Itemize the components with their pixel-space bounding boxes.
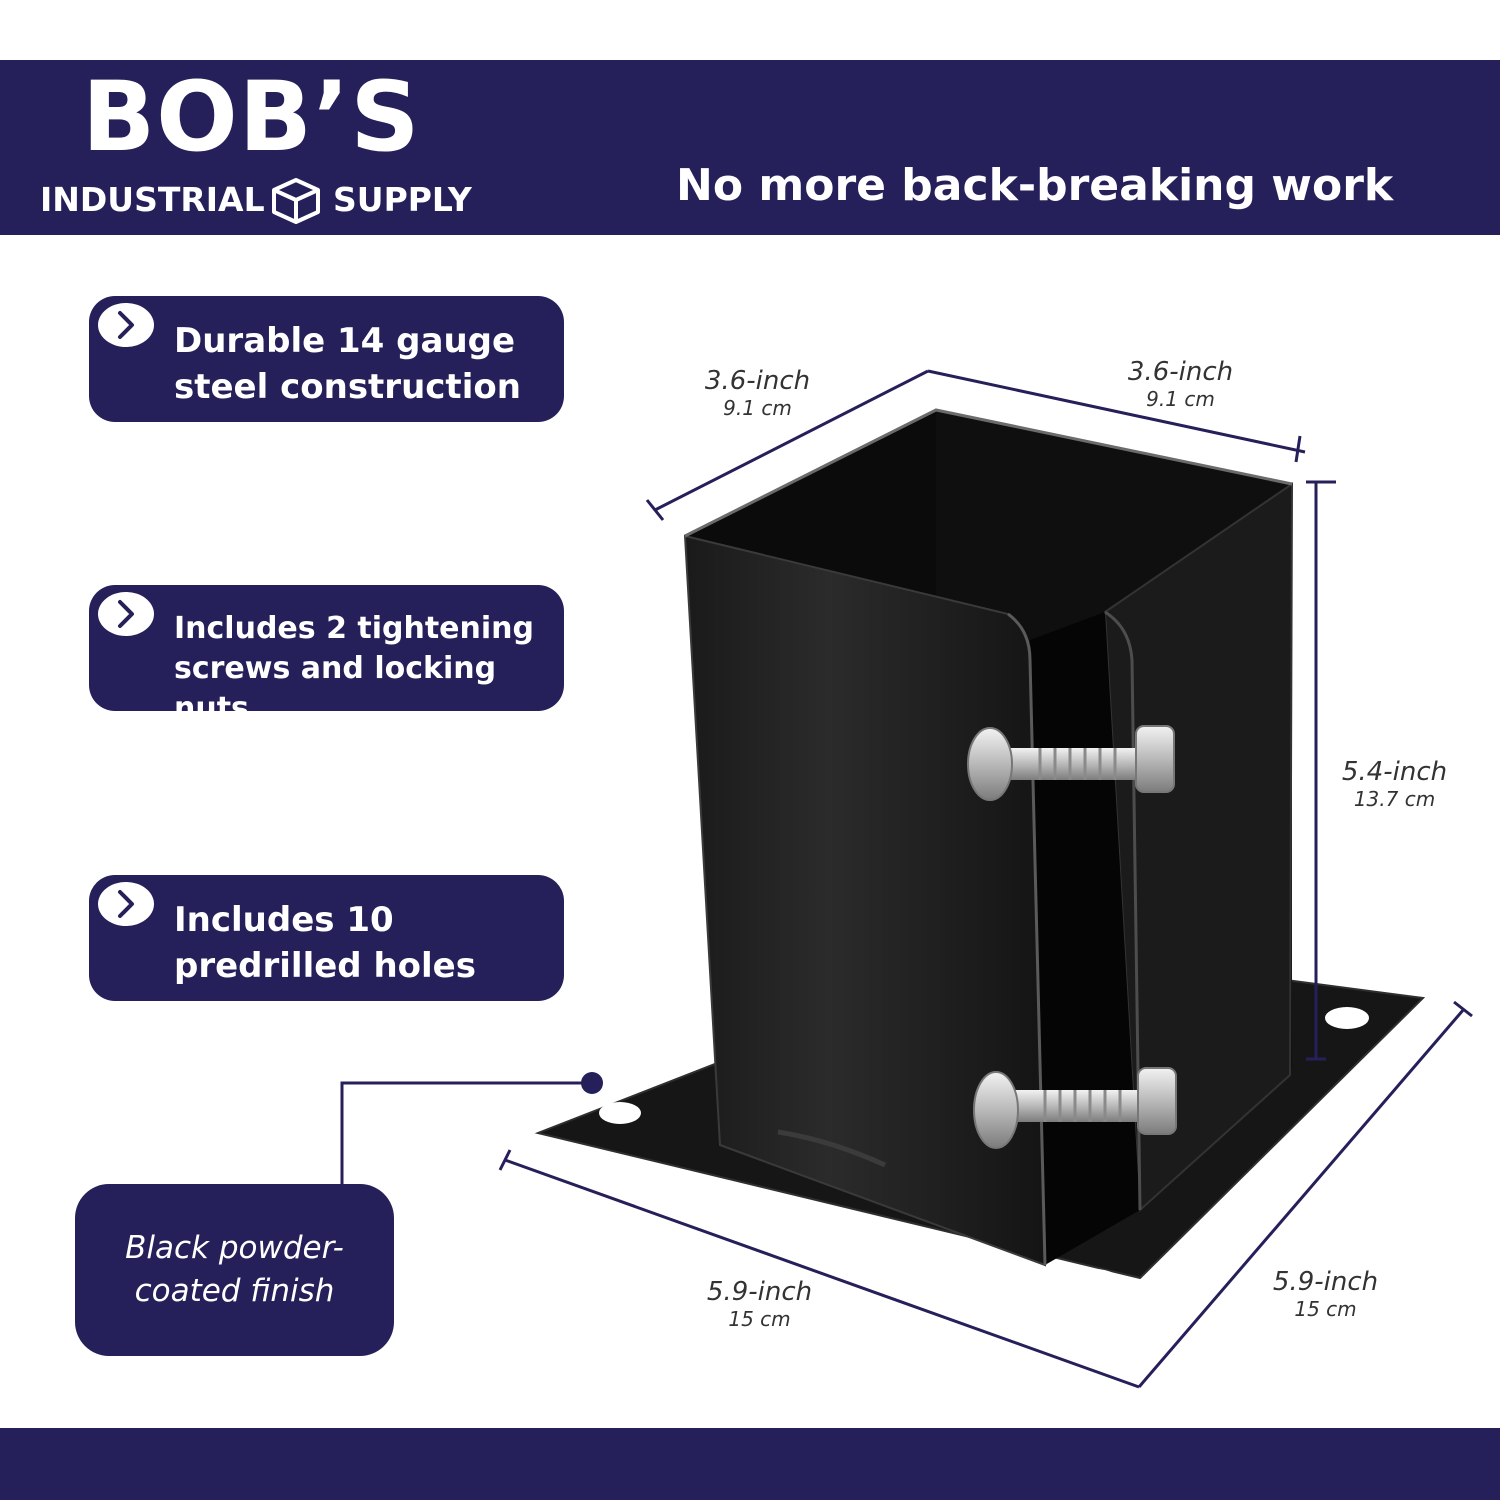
dimension-cm: 9.1 cm	[723, 396, 792, 420]
finish-leader-line	[340, 1072, 603, 1186]
feature-callout-screws: Includes 2 tightening screws and locking…	[89, 585, 564, 726]
dimension-inch: 3.6-inch	[1127, 357, 1234, 387]
dimension-cm: 15 cm	[1294, 1297, 1357, 1321]
tagline: No more back-breaking work	[676, 160, 1394, 211]
finish-callout: Black powder-coated finish	[75, 1184, 394, 1356]
dimension-cm: 9.1 cm	[1146, 387, 1215, 411]
dimension-label-base-front: 5.9-inch 15 cm	[692, 1277, 827, 1331]
dimension-lines	[498, 369, 1473, 1389]
feature-text: Durable 14 gauge steel construction	[174, 321, 521, 407]
dimension-inch: 5.9-inch	[706, 1277, 813, 1307]
footer-band	[0, 1428, 1500, 1500]
feature-text: Includes 2 tightening screws and locking…	[174, 611, 534, 726]
feature-text: Includes 10 predrilled holes	[174, 900, 476, 986]
header-band	[0, 60, 1500, 235]
box-icon	[272, 178, 320, 224]
dimension-cm: 13.7 cm	[1353, 787, 1436, 811]
chevron-right-icon	[98, 592, 154, 636]
brand-logo-word-left: INDUSTRIAL	[40, 180, 265, 219]
dimension-cm: 15 cm	[728, 1307, 791, 1331]
brand-logo-name: BOB’S	[82, 61, 421, 173]
tightening-bolt-lower	[973, 1067, 1177, 1149]
dimension-label-height: 5.4-inch 13.7 cm	[1327, 757, 1462, 811]
feature-callout-gauge: Durable 14 gauge steel construction	[89, 296, 564, 422]
dimension-label-top-right: 3.6-inch 9.1 cm	[1113, 357, 1248, 411]
dimension-inch: 5.9-inch	[1272, 1267, 1379, 1297]
finish-callout-text: Black powder-coated finish	[125, 1230, 344, 1309]
feature-callout-holes: Includes 10 predrilled holes	[89, 875, 564, 1001]
chevron-right-icon	[98, 303, 154, 347]
tightening-bolt-upper	[967, 725, 1175, 801]
chevron-right-icon	[98, 882, 154, 926]
dimension-label-top-left: 3.6-inch 9.1 cm	[690, 366, 825, 420]
dimension-inch: 5.4-inch	[1341, 757, 1448, 787]
brand-logo-word-right: SUPPLY	[333, 180, 472, 219]
socket-right-wall	[1103, 482, 1294, 1213]
dimension-inch: 3.6-inch	[704, 366, 811, 396]
dimension-label-base-side: 5.9-inch 15 cm	[1258, 1267, 1393, 1321]
